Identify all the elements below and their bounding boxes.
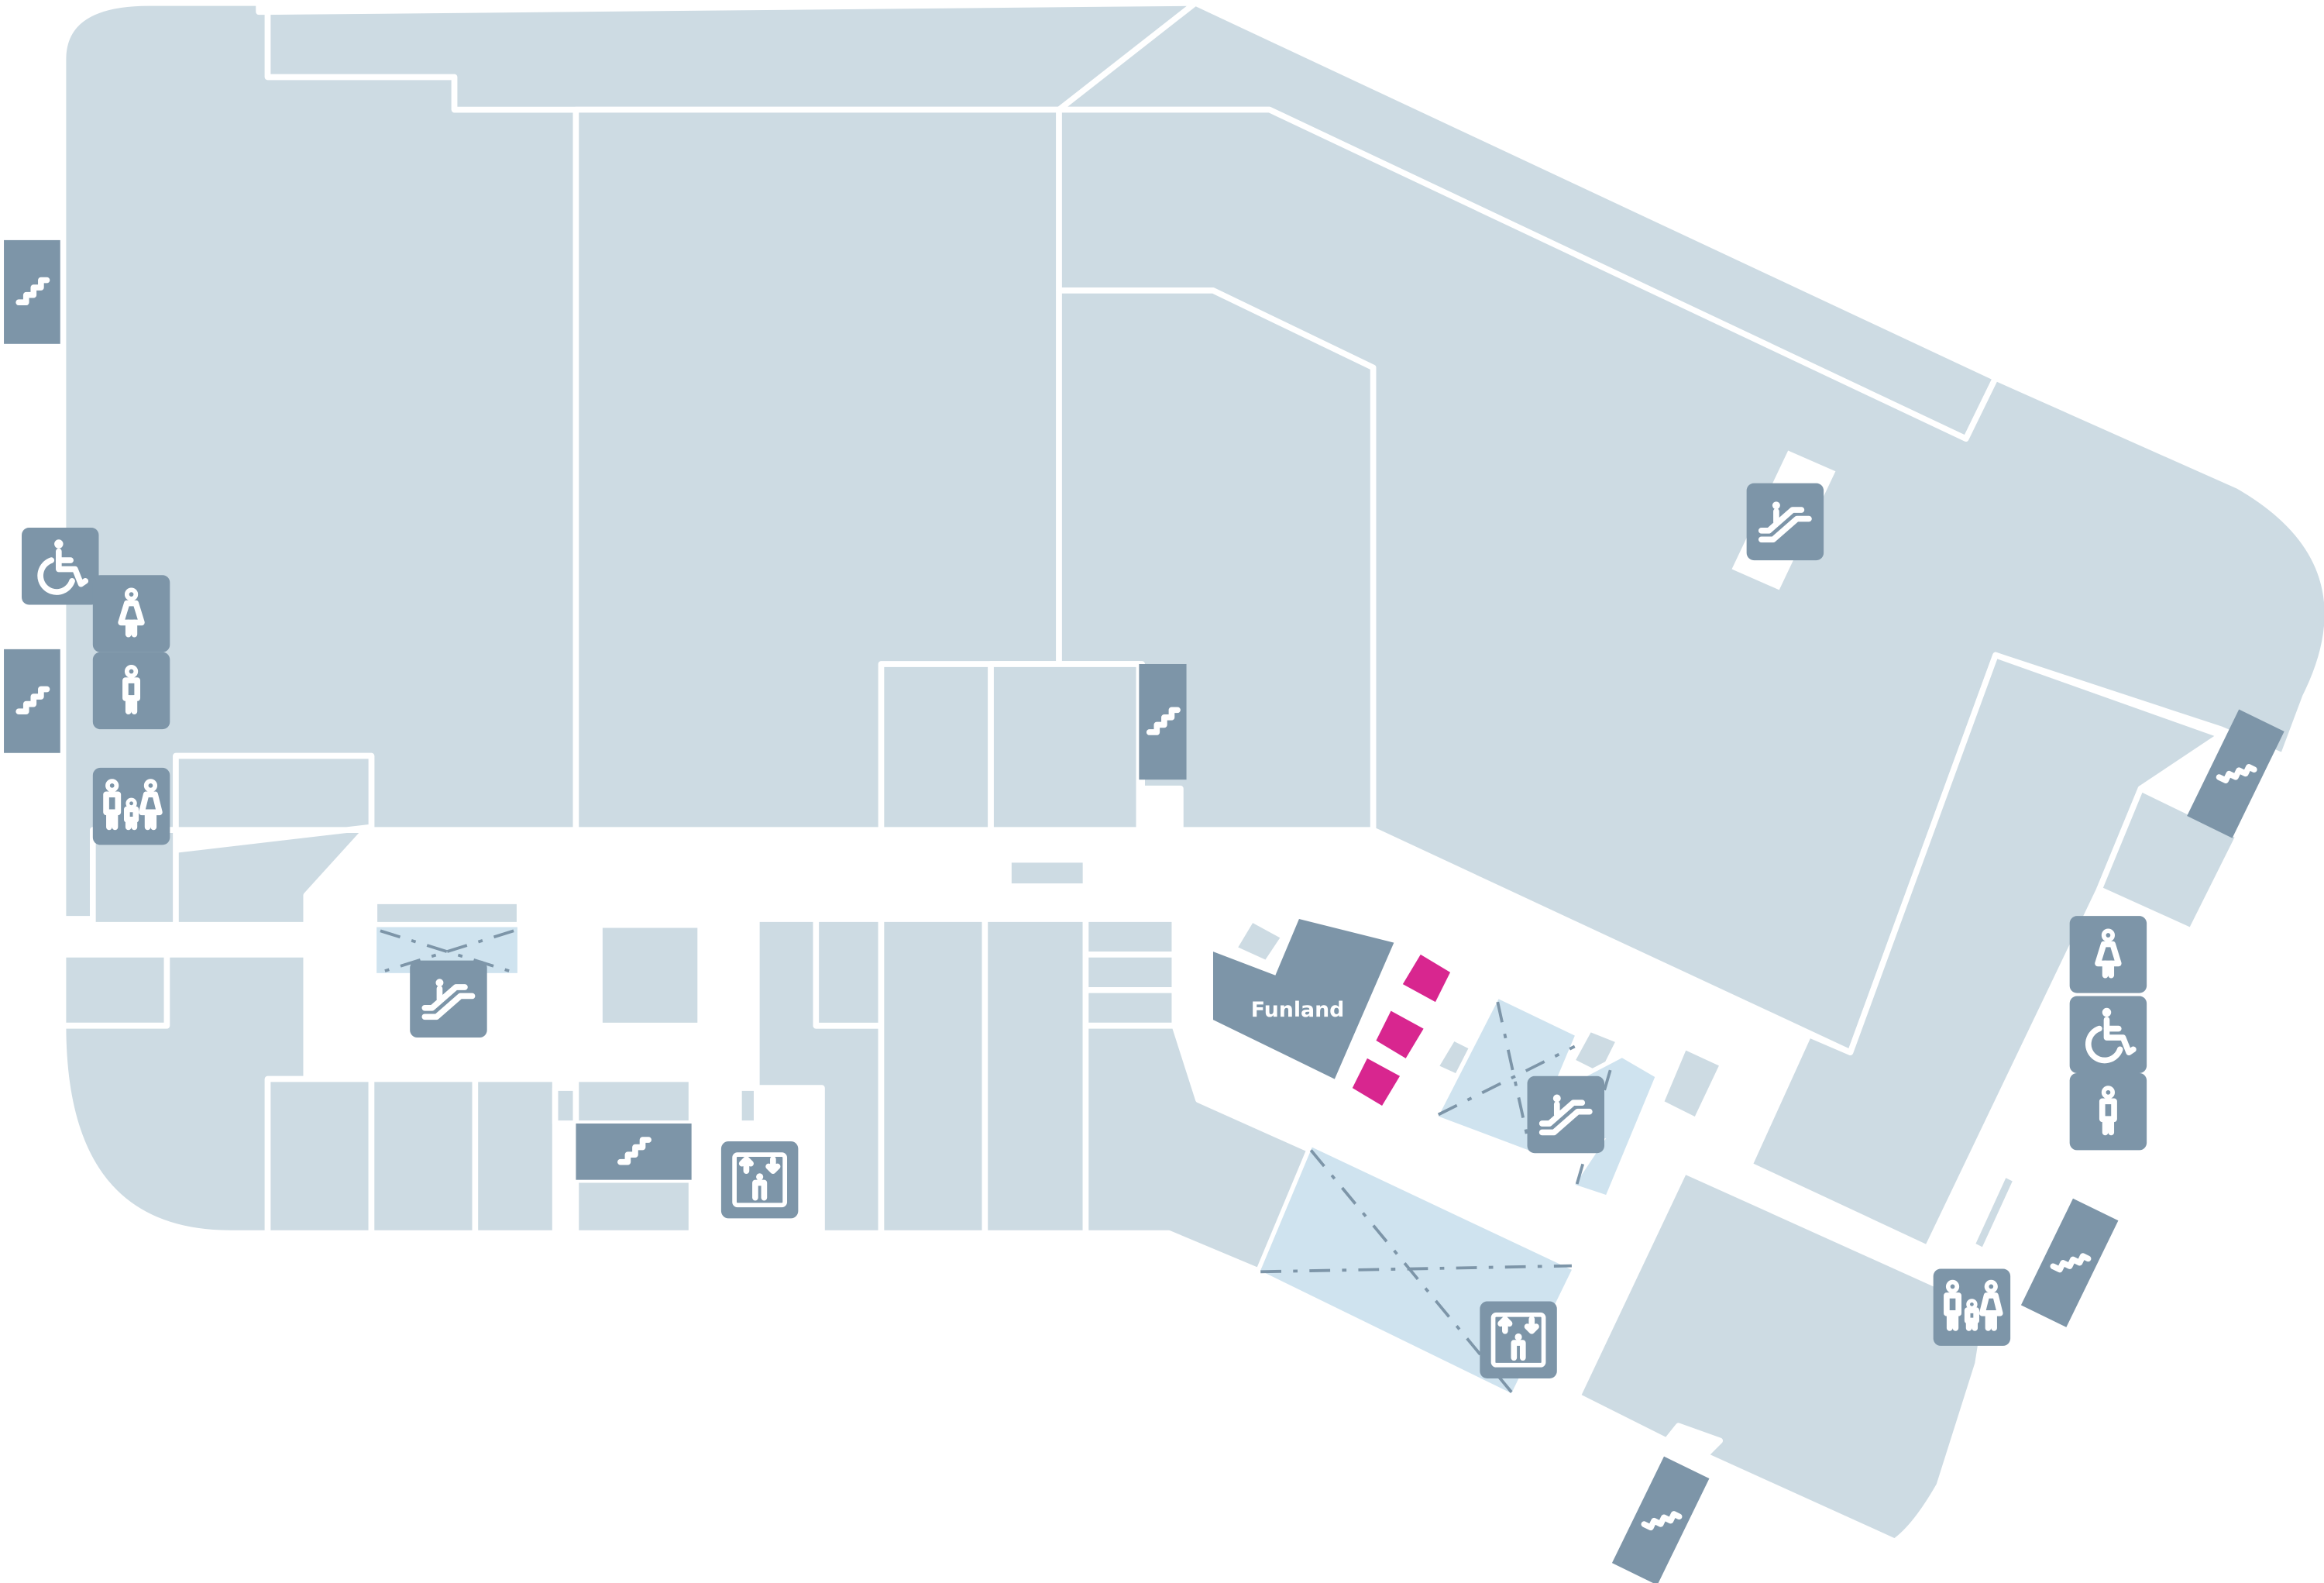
unit [572, 1176, 695, 1237]
unit [472, 1075, 559, 1237]
amenity-icons [22, 483, 2147, 1379]
female-toilet-icon[interactable] [92, 575, 170, 652]
unit [813, 916, 885, 1029]
unit [368, 1075, 479, 1237]
unit [596, 921, 703, 1029]
stairs-icon[interactable] [576, 1123, 692, 1180]
stairs-icon[interactable] [2020, 1198, 2119, 1327]
elevator-icon[interactable] [1480, 1301, 1557, 1379]
escalator-icon[interactable] [1746, 483, 1824, 561]
unit [1230, 916, 1287, 967]
unit [572, 1075, 695, 1127]
wheelchair-icon[interactable] [2069, 996, 2147, 1073]
unit [1574, 1168, 1990, 1545]
highlighted-units [1352, 954, 1451, 1106]
highlight-marker [1376, 1010, 1424, 1058]
unit [1657, 1043, 1726, 1124]
escalator-icon[interactable] [1527, 1075, 1605, 1154]
unit [1082, 987, 1178, 1029]
funland-label: Funland [1251, 998, 1345, 1022]
family-room-icon[interactable] [92, 767, 170, 845]
unit [552, 1085, 579, 1127]
unit [878, 661, 994, 834]
unit [264, 1075, 375, 1237]
wheelchair-icon[interactable] [22, 528, 99, 605]
unit [371, 898, 523, 928]
unit [60, 952, 310, 1237]
highlight-marker [1352, 1058, 1401, 1106]
family-room-icon[interactable] [1933, 1268, 2011, 1346]
unit [1968, 1171, 2020, 1254]
stairs-icon[interactable] [4, 239, 60, 344]
stairs-icon[interactable] [4, 649, 60, 753]
female-toilet-icon[interactable] [2069, 916, 2147, 993]
store-units [60, 0, 2324, 1545]
unit [90, 827, 179, 928]
funland-store[interactable]: Funland [1212, 919, 1394, 1079]
unit [878, 916, 988, 1237]
unit [982, 916, 1089, 1237]
elevator-icon[interactable] [720, 1141, 799, 1219]
stairs-icon[interactable] [1611, 1456, 1710, 1583]
unit [1746, 652, 2224, 1251]
stairs-icon[interactable] [1139, 663, 1187, 780]
stairs-group [4, 239, 2284, 1583]
male-toilet-icon[interactable] [2069, 1072, 2147, 1151]
highlight-marker [1402, 954, 1451, 1003]
unit [1082, 952, 1178, 993]
unit [1082, 916, 1178, 958]
male-toilet-icon[interactable] [92, 652, 170, 730]
escalator-icon[interactable] [410, 960, 487, 1038]
stairs-icon[interactable] [2187, 709, 2284, 838]
unit [1006, 856, 1089, 890]
unit [60, 952, 170, 1029]
unit [988, 661, 1143, 834]
